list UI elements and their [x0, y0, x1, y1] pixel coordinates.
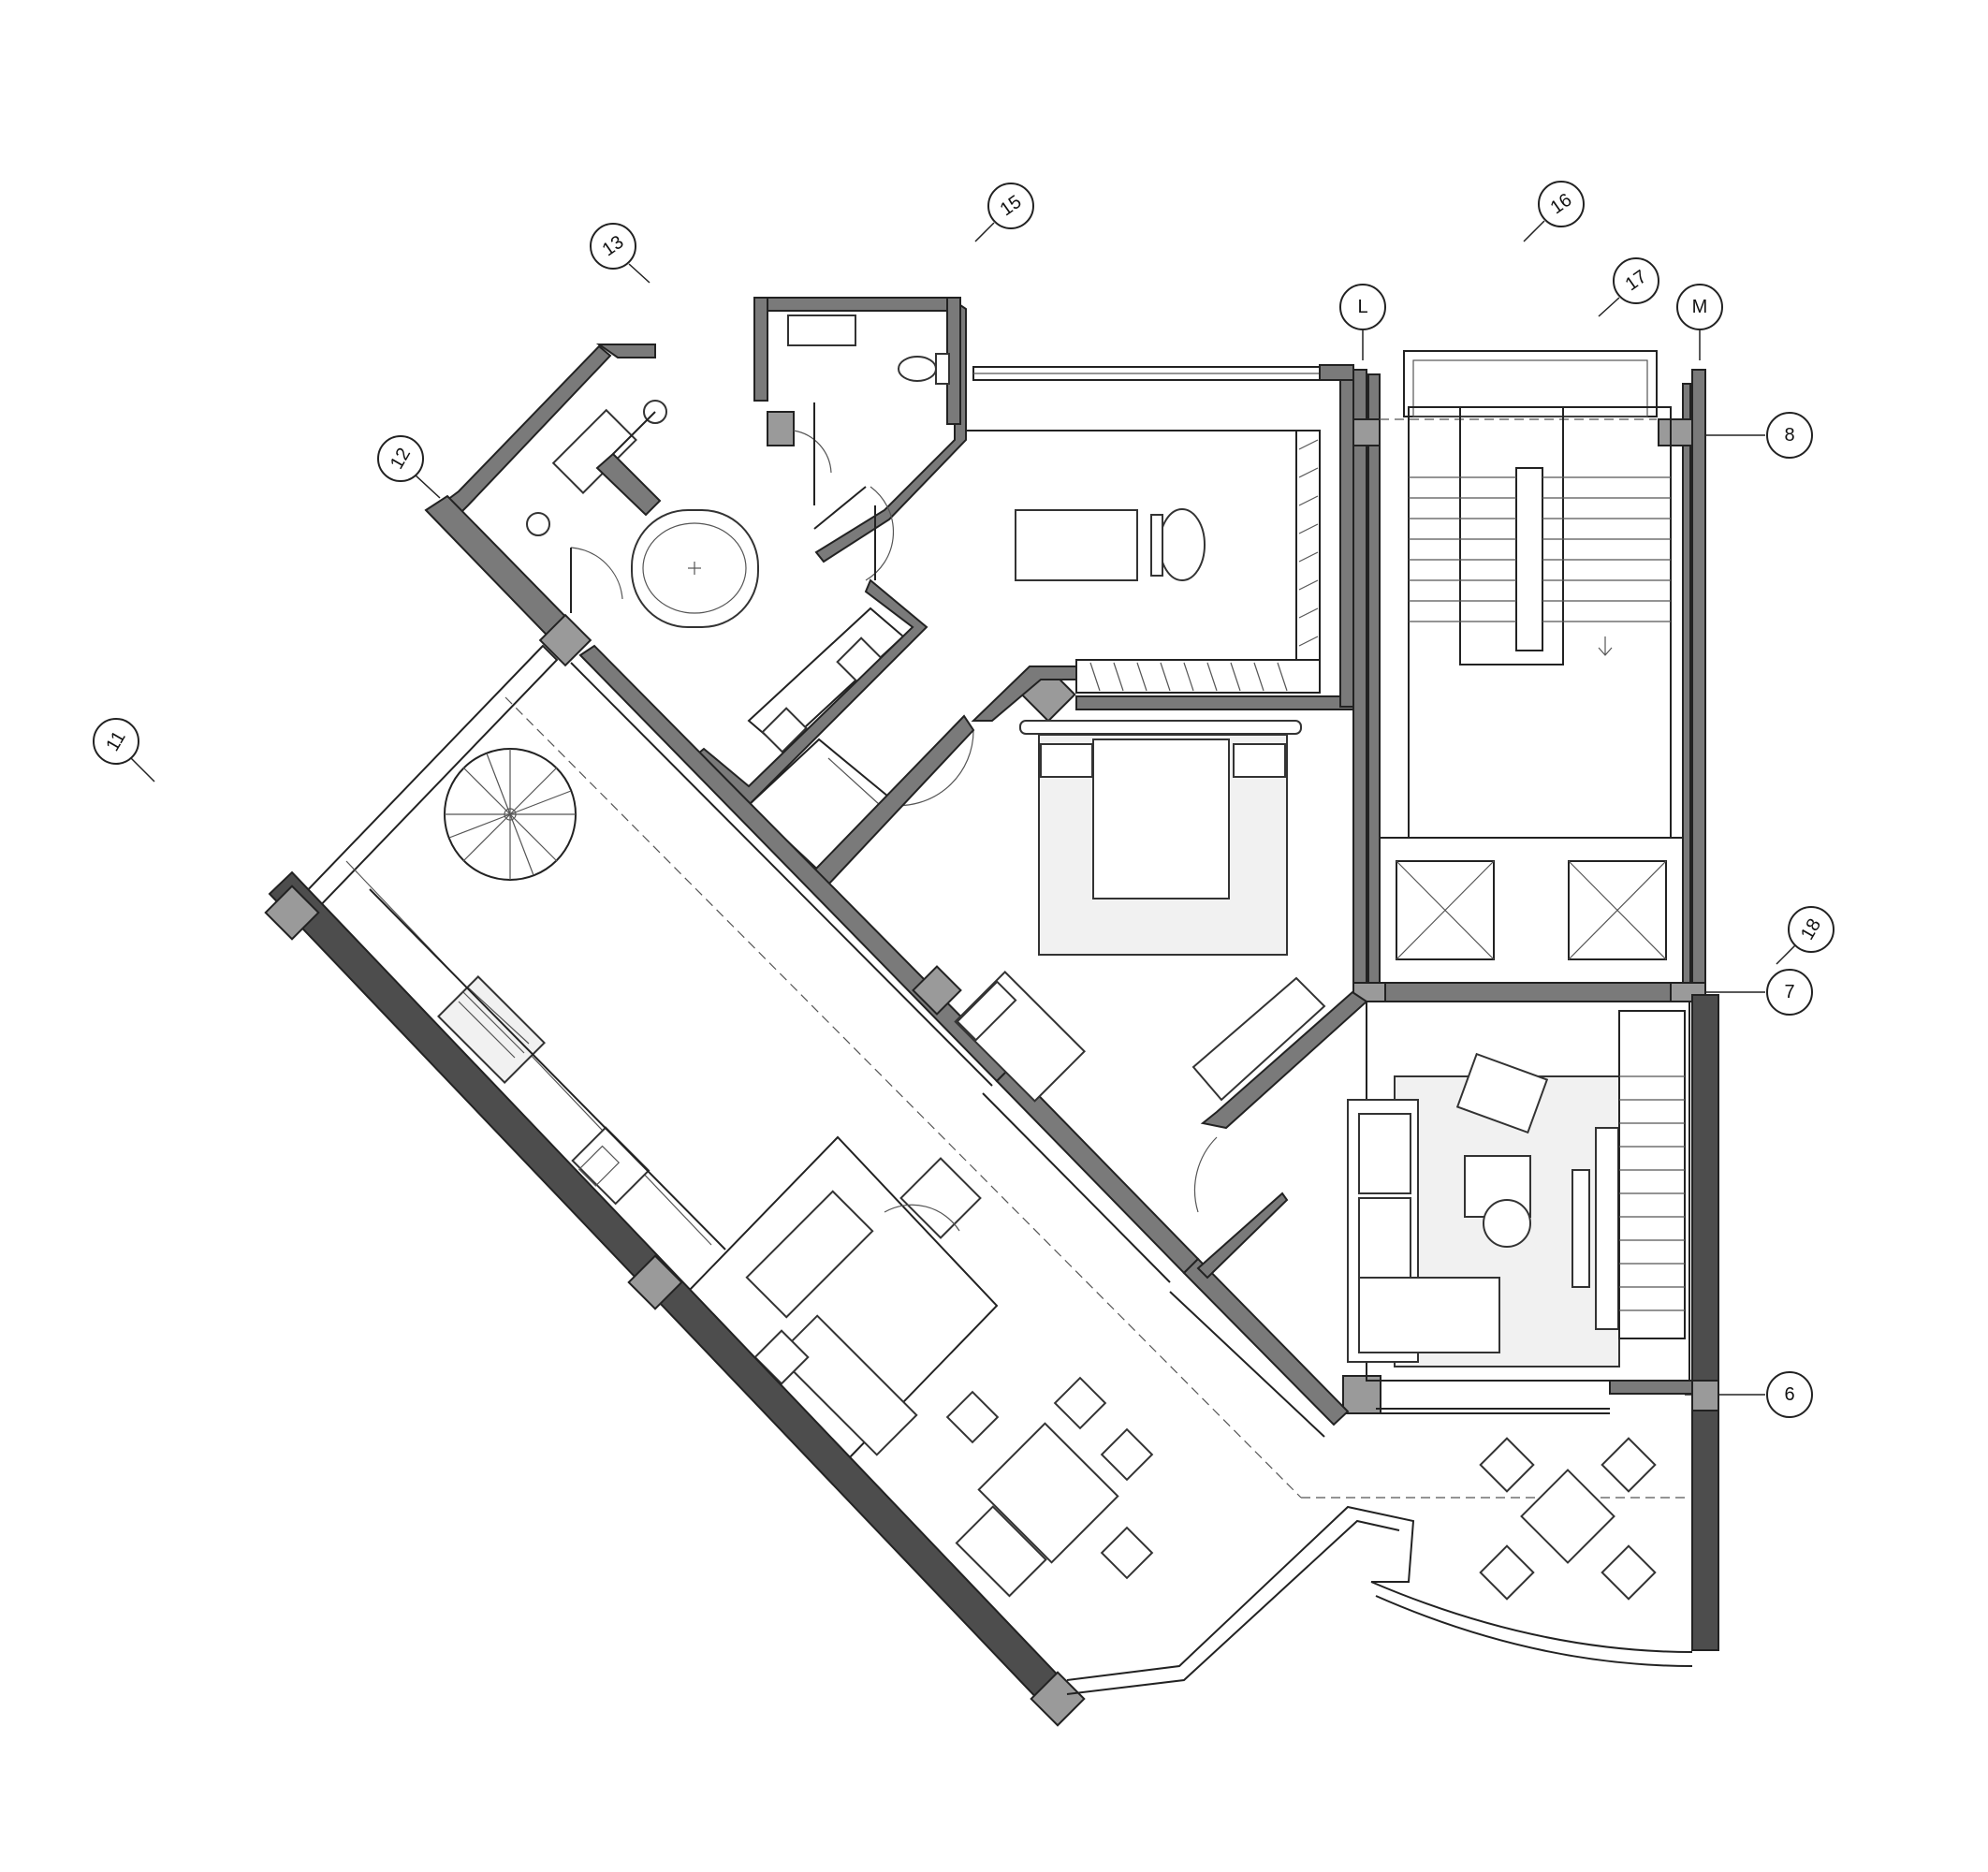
cooktop-grates: [458, 987, 530, 1059]
grid-marker-16: 16: [1523, 181, 1585, 242]
grid-marker-label: 7: [1784, 982, 1794, 1002]
grid-marker-M: M: [1676, 284, 1723, 360]
stair-treads: [1409, 476, 1671, 656]
closet-hangers-east: [1298, 439, 1319, 647]
grid-marker-label: 8: [1784, 425, 1794, 446]
grid-marker-17: 17: [1598, 257, 1659, 317]
south-terrace: [1066, 1437, 1693, 1695]
grid-marker-6: 6: [1685, 1371, 1813, 1418]
grid-marker-15: 15: [974, 183, 1034, 242]
west-facade: [264, 870, 1086, 1727]
grid-marker-L: L: [1339, 284, 1386, 360]
living-room: [1347, 1001, 1693, 1414]
grid-marker-18: 18: [1776, 906, 1835, 965]
bedroom-seating: [954, 970, 1368, 1280]
shelf-dividers: [1619, 1075, 1685, 1311]
stair-core: [1352, 350, 1706, 1002]
east-wall: [1691, 994, 1719, 1651]
grid-marker-12: 12: [377, 435, 441, 499]
master-bedroom: [814, 300, 1354, 956]
kitchen-spiral: [298, 644, 1685, 1598]
grid-marker-11: 11: [93, 718, 155, 782]
grid-marker-7: 7: [1685, 969, 1813, 1016]
grid-markers: 11 12 13 15 16 17 L: [93, 181, 1835, 1418]
closet-hangers-south: [1089, 662, 1288, 692]
grid-marker-label: M: [1692, 297, 1708, 317]
grid-marker-label: 6: [1784, 1384, 1794, 1405]
main-diagonal-wall: [570, 644, 1381, 1438]
grid-marker-13: 13: [590, 223, 650, 284]
grid-marker-label: L: [1357, 297, 1367, 317]
spiral-treads: [445, 749, 576, 880]
ensuite-bathroom: [424, 297, 961, 807]
